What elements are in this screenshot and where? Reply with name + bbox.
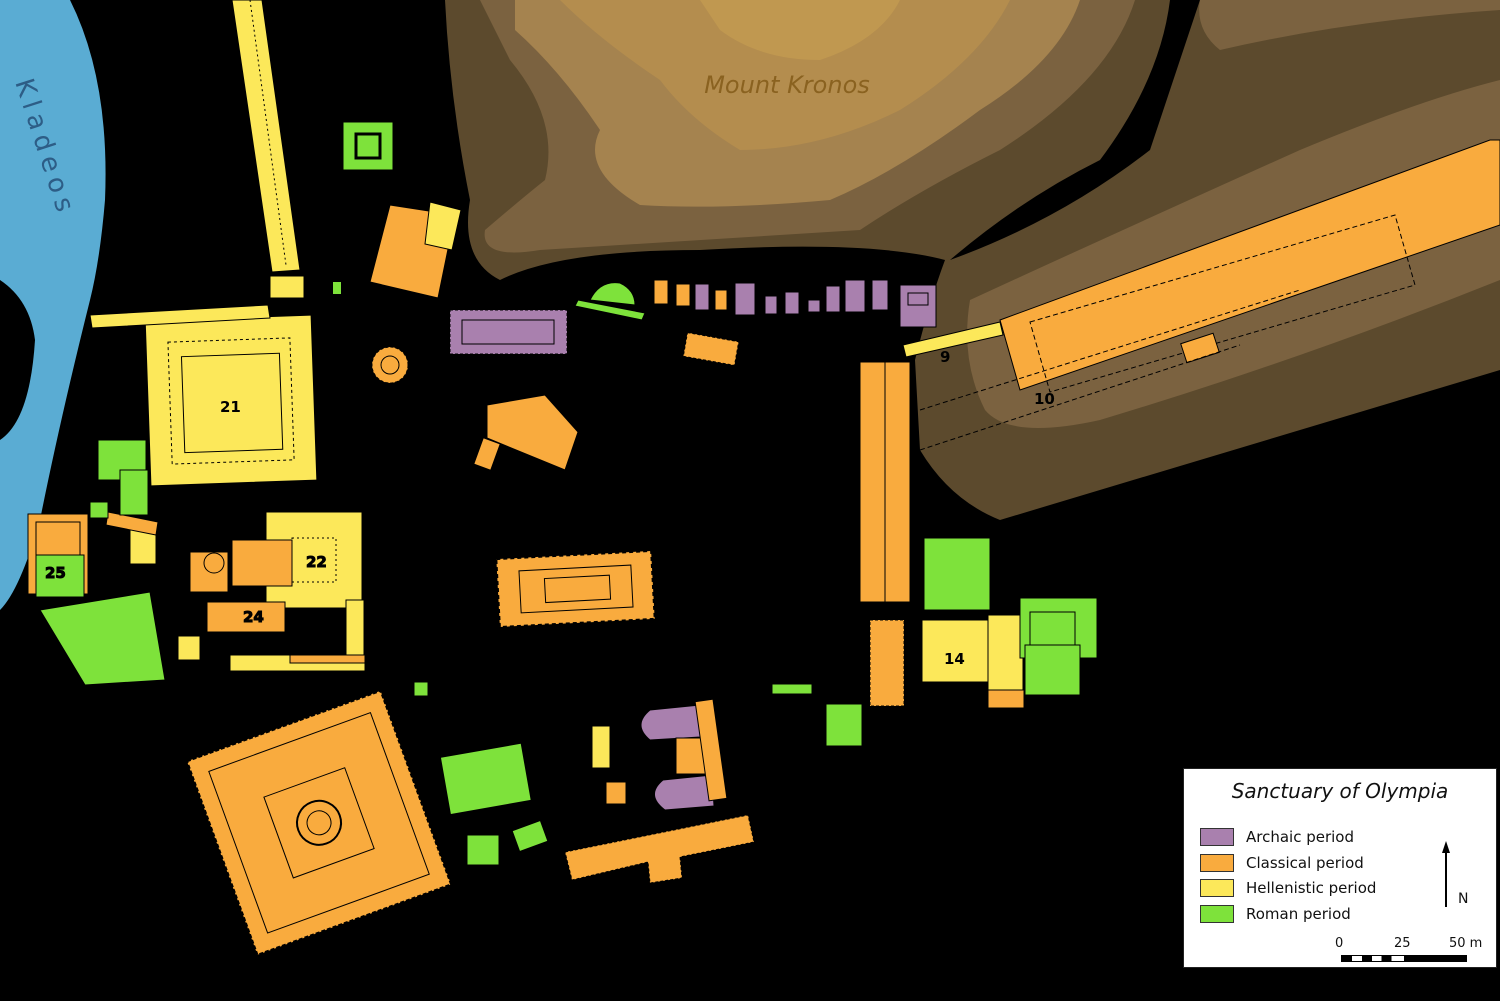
heraion	[449, 309, 568, 355]
legend-swatch	[1200, 854, 1234, 872]
scale-label-25: 25	[1394, 936, 1411, 951]
legend-title: Sanctuary of Olympia	[1231, 779, 1449, 803]
gymnasium-stoa	[231, 0, 301, 273]
legend-label: Hellenistic period	[1246, 879, 1377, 897]
mount-kronos-label: Mount Kronos	[704, 71, 870, 99]
north-arrow-icon	[1442, 841, 1450, 907]
hill-level-2b	[1199, 0, 1500, 50]
legend-label: Archaic period	[1246, 828, 1355, 846]
legend-swatch	[1200, 879, 1234, 897]
west-buildings: 25	[27, 439, 166, 686]
south-stoa-east	[869, 619, 905, 707]
river-bank	[0, 280, 35, 440]
nymphaeum	[574, 282, 646, 321]
legend-label: Roman period	[1246, 905, 1351, 923]
pelopion	[486, 394, 579, 471]
building-number-22: 22	[306, 553, 327, 571]
legend-item-archaic: Archaic period	[1200, 827, 1354, 847]
philippeion	[371, 346, 409, 384]
stadium: 9 10	[902, 139, 1500, 451]
leonidaion	[185, 689, 453, 957]
metroon	[682, 332, 740, 366]
building-number-14: 14	[944, 650, 965, 668]
kladeos-river	[0, 0, 106, 610]
scale-label-0: 0	[1335, 936, 1344, 951]
bouleuterion	[591, 698, 728, 811]
legend-swatch	[1200, 828, 1234, 846]
roman-buildings-east	[771, 537, 1098, 747]
roman-buildings-south	[413, 681, 549, 866]
hill-ridge	[950, 0, 1200, 260]
legend-label: Classical period	[1246, 854, 1364, 872]
legend-swatch	[1200, 905, 1234, 923]
building-14	[921, 619, 991, 683]
legend-item-hellenistic: Hellenistic period	[1200, 878, 1376, 898]
scale-label-50: 50 m	[1449, 936, 1483, 951]
building-number-9: 9	[940, 348, 950, 366]
building-number-10: 10	[1034, 390, 1055, 408]
hill-top	[700, 0, 900, 60]
map-legend: Sanctuary of Olympia Archaic period Clas…	[1183, 768, 1497, 968]
legend-item-roman: Roman period	[1200, 904, 1351, 924]
legend-item-classical: Classical period	[1200, 853, 1364, 873]
temple-of-zeus	[495, 549, 656, 629]
building-number-24: 24	[243, 608, 264, 626]
north-label: N	[1458, 891, 1469, 907]
palaestra: 21	[89, 304, 318, 487]
building-number-25: 25	[45, 564, 66, 582]
roman-bath-north	[342, 121, 394, 171]
theokoleon-area: 22 24	[105, 511, 366, 672]
prytaneion	[369, 201, 462, 299]
building-number-21: 21	[220, 398, 241, 416]
south-stoa	[564, 814, 755, 884]
treasuries	[653, 279, 937, 328]
hill-level-4	[560, 0, 1010, 150]
scale-bar	[1341, 955, 1467, 962]
